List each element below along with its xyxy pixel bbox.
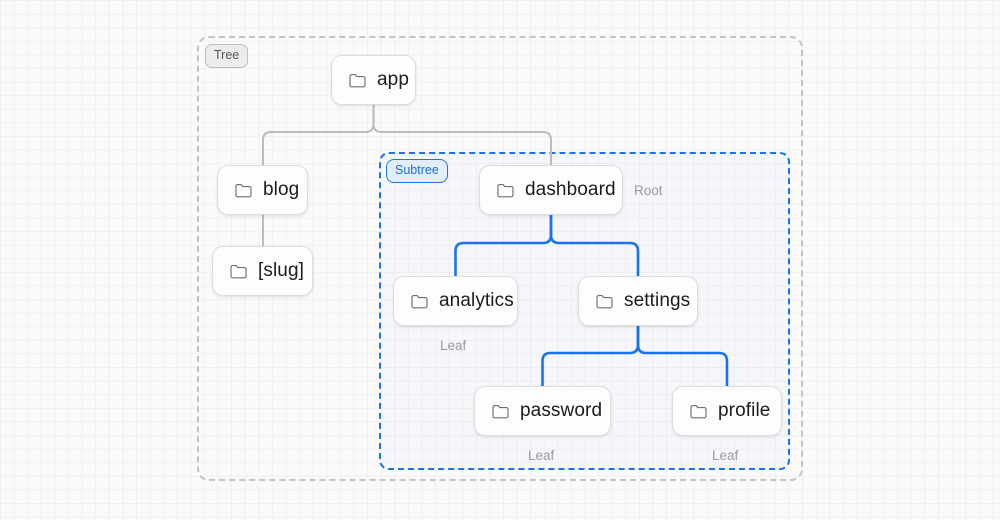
group-box-tree[interactable] (197, 36, 803, 481)
tree-node-settings[interactable]: settings (578, 276, 698, 326)
tree-node-label: profile (718, 400, 771, 421)
tree-node-label: settings (624, 290, 691, 311)
annotation-leaf-profile: Leaf (712, 448, 739, 463)
group-badge-tree[interactable]: Tree (205, 44, 249, 68)
folder-icon (497, 183, 514, 197)
tree-node-slug[interactable]: [slug] (212, 246, 313, 296)
group-badge-subtree[interactable]: Subtree (386, 159, 448, 183)
tree-node-blog[interactable]: blog (217, 165, 308, 215)
tree-node-label: analytics (439, 290, 514, 311)
annotation-leaf-analytics: Leaf (440, 338, 467, 353)
folder-icon (411, 294, 428, 308)
tree-node-app[interactable]: app (331, 55, 416, 105)
annotation-root: Root (634, 183, 663, 198)
tree-node-label: dashboard (525, 179, 616, 200)
tree-node-label: blog (263, 179, 300, 200)
tree-node-label: app (377, 69, 410, 90)
tree-node-analytics[interactable]: analytics (393, 276, 518, 326)
folder-icon (492, 404, 509, 418)
folder-icon (349, 73, 366, 87)
tree-node-password[interactable]: password (474, 386, 611, 436)
tree-node-dashboard[interactable]: dashboard (479, 165, 623, 215)
tree-node-label: [slug] (258, 260, 305, 281)
folder-icon (230, 264, 247, 278)
folder-icon (596, 294, 613, 308)
tree-node-label: password (520, 400, 603, 421)
annotation-leaf-password: Leaf (528, 448, 555, 463)
folder-icon (235, 183, 252, 197)
folder-icon (690, 404, 707, 418)
group-box-subtree[interactable] (379, 152, 790, 470)
tree-node-profile[interactable]: profile (672, 386, 782, 436)
